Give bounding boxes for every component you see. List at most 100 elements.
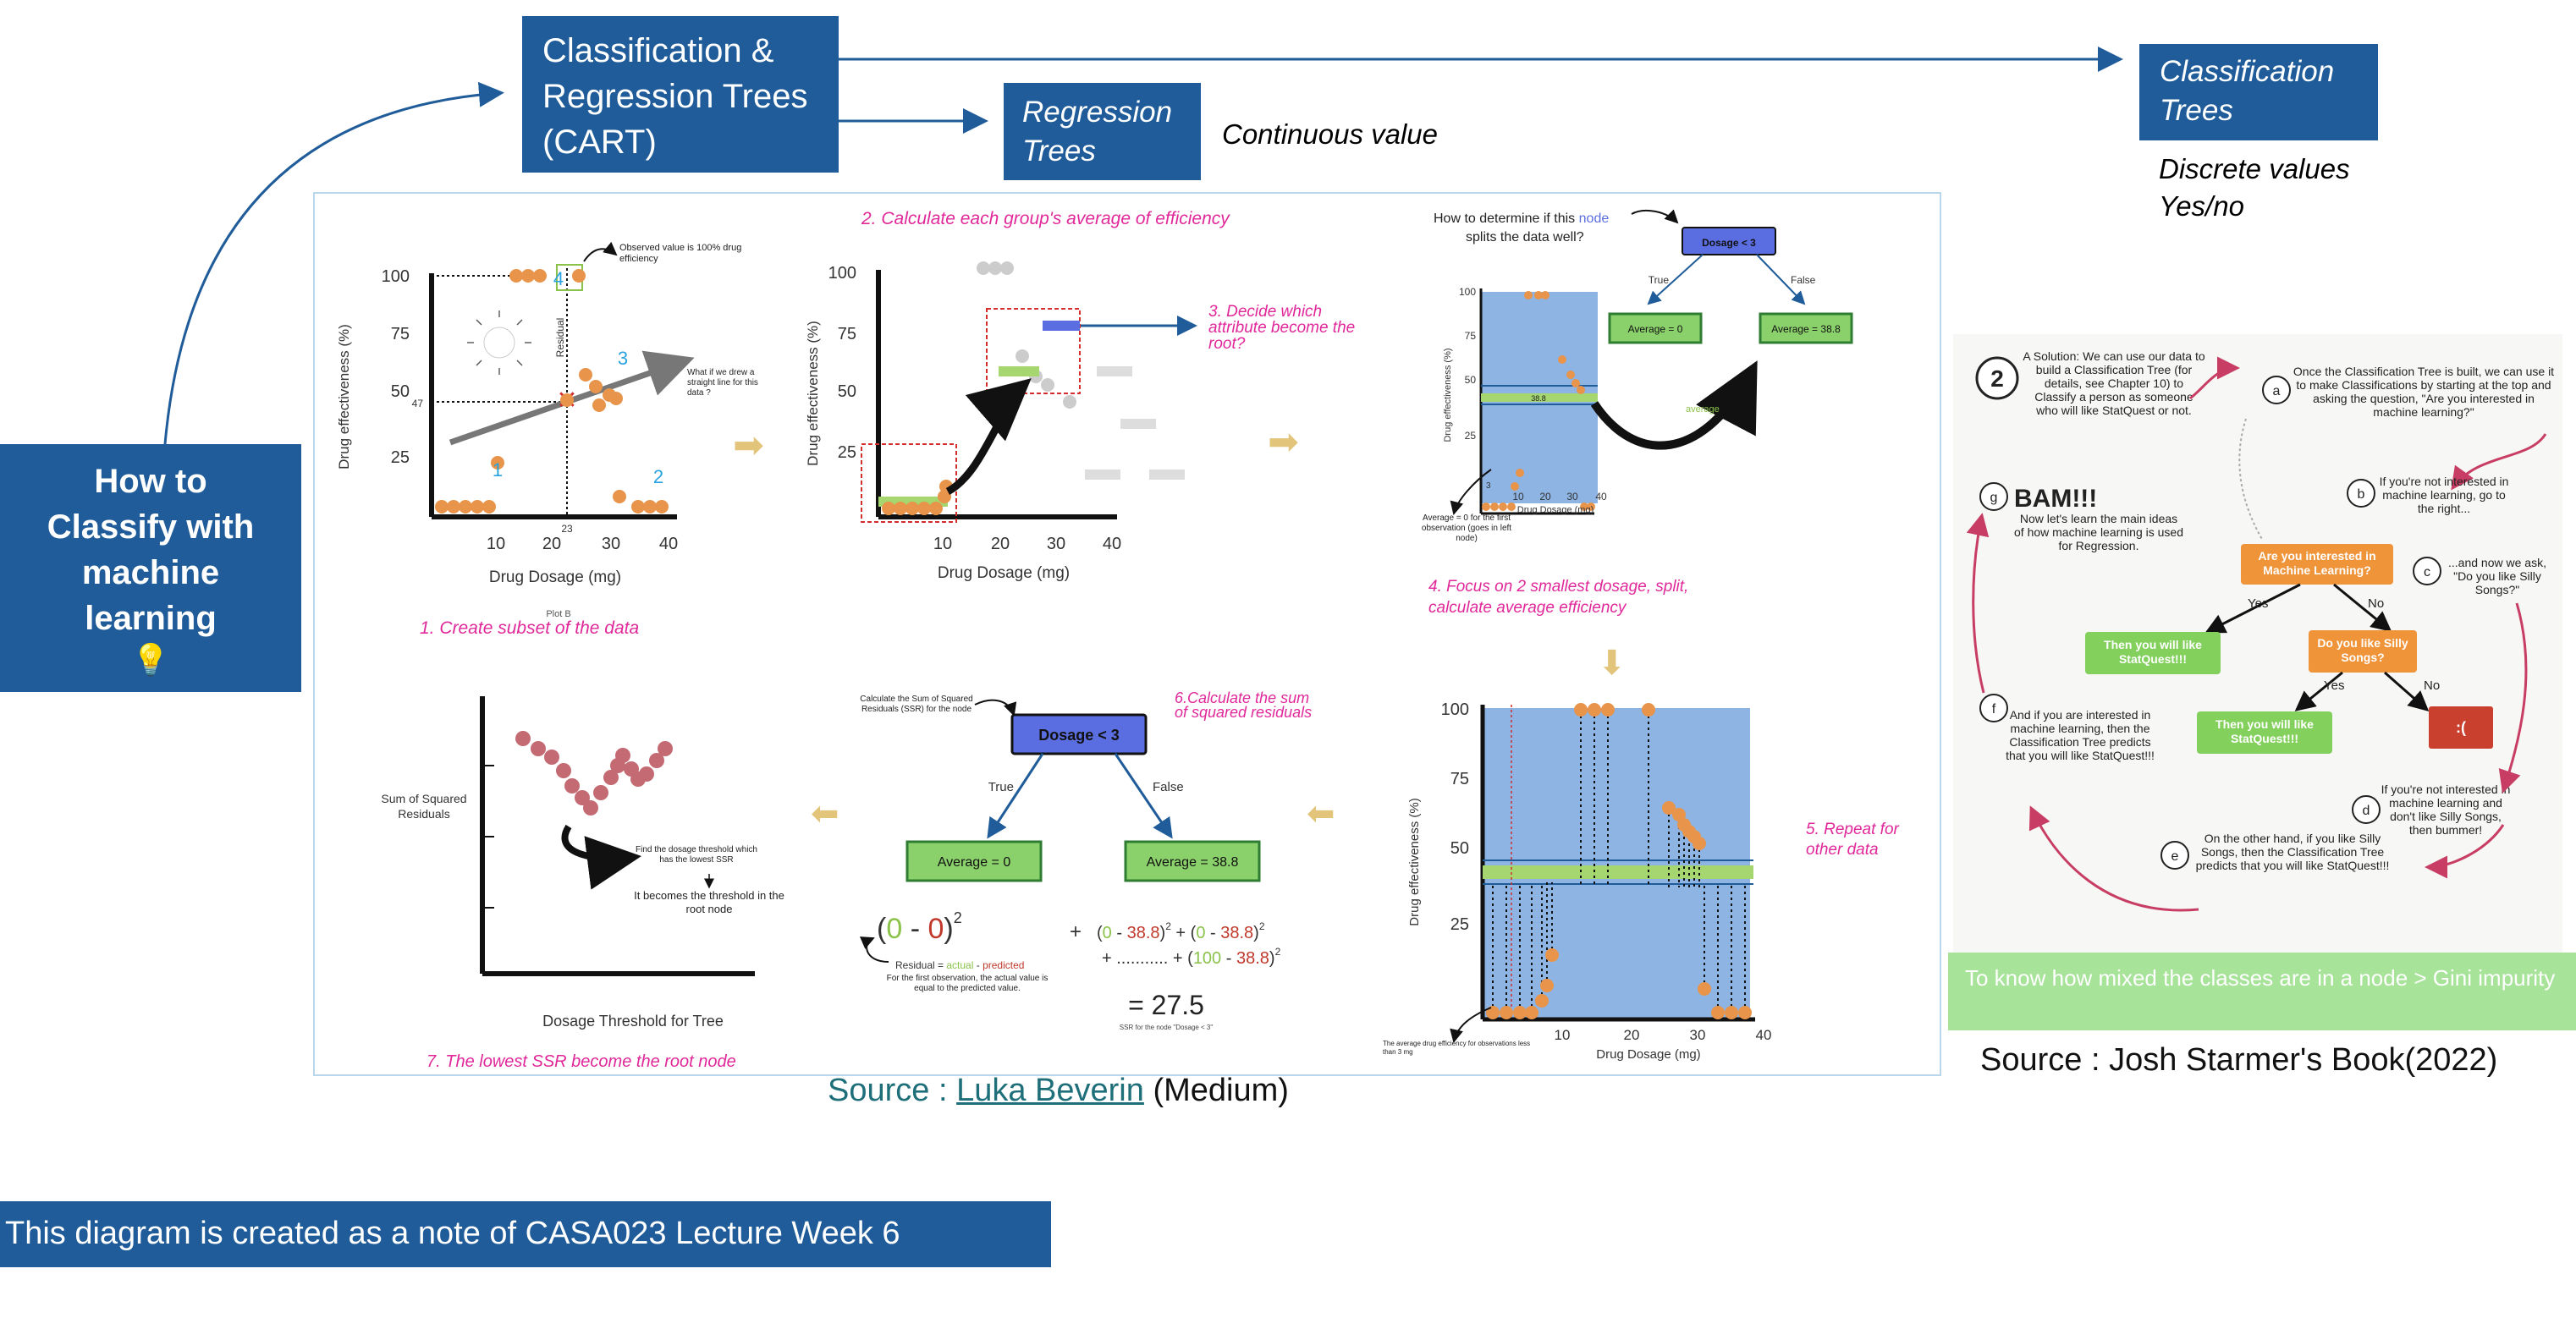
book-q2: Do you like Silly Songs? [2317,636,2408,664]
plot5-xtick-30: 30 [1690,1027,1706,1043]
data-point [1541,291,1549,299]
plot2-xtick-40: 40 [1103,535,1121,553]
data-point [1516,469,1524,477]
data-point [447,500,460,513]
data-point [1511,482,1519,491]
data-point [509,269,523,283]
ssr-result: = 27.5 [1128,990,1204,1020]
plot3-question-b: splits the data well? [1466,230,1584,244]
plot5-xlabel: Drug Dosage (mg) [1596,1047,1700,1062]
arrow-right-icon: ➡ [733,425,764,466]
data-point [1711,1006,1725,1019]
book-letter-d: d [2363,804,2370,818]
book-yes-1: Yes [2248,596,2268,611]
plot2-xtick-30: 30 [1047,535,1065,553]
book-letter-e: e [2171,849,2179,864]
plot1-xtick-20: 20 [542,535,561,553]
data-point [1499,502,1507,511]
gini-note-text: To know how mixed the classes are in a n… [1965,965,2556,991]
ssr-intro: Calculate the Sum of Squared Residuals (… [860,695,973,714]
plot5-note: The average drug efficiency for observat… [1383,1040,1531,1056]
data-point [905,502,919,515]
data-point [560,393,574,407]
ssr-step-label: 6.Calculate the sum of squared residuals [1175,691,1313,721]
plot7-xlabel: Dosage Threshold for Tree [542,1013,724,1030]
plot3-ylabel: Drug effectiveness (%) [1443,348,1453,442]
data-point [531,741,546,756]
data-point [1577,386,1585,394]
plot2-ytick-50: 50 [838,382,856,401]
data-point [592,398,606,412]
book-note-e: On the other hand, if you like Silly Son… [2195,832,2390,872]
book-bam: BAM!!! [2014,485,2097,513]
plot1-sun-doodle [467,310,531,375]
data-point [1534,291,1543,299]
plot2-step3-label: 3. Decide which attribute become the roo… [1208,304,1356,353]
plot-7: Sum of Squared Residuals Dosage Threshol… [381,696,784,1071]
plot5-residual-lines [1492,710,1746,1013]
book-note-f: And if you are interested in machine lea… [2006,708,2155,762]
book-no-1: No [2368,596,2384,611]
regression-line-2: Trees [1022,135,1096,167]
regression-steps-svg: 100 75 50 25 10 20 30 40 Drug Dosage (mg… [336,209,1899,1071]
plot3-points [1482,291,1595,511]
data-point [1693,837,1706,850]
book-note-b: If you're not interested in machine lear… [2379,475,2509,515]
plot7-ylabel: Sum of Squared Residuals [381,792,467,821]
plot3-note: Average = 0 for the first observation (g… [1421,513,1512,543]
plot1-cluster-1: 1 [493,459,503,481]
plot3-xtick-30: 30 [1566,491,1578,502]
ssr-result-caption: SSR for the node "Dosage < 3" [1120,1024,1214,1031]
book-leaf-1: Then you will like StatQuest!!! [2104,638,2202,666]
plot-5: 100 75 50 25 10 20 30 40 Drug Dosage (mg… [1383,700,1899,1062]
data-point [491,456,504,470]
plot1-ytick-25: 25 [391,448,410,467]
plot1-residual-label: Residual [554,318,566,358]
data-point [533,269,547,283]
data-point [894,502,907,515]
ssr-term-3: + ........... + (100 - 38.8)2 [1102,946,1281,968]
source-right: Source : Josh Starmer's Book(2022) [1980,1042,2498,1078]
plot3-avg-line-label: 38.8 [1531,394,1546,403]
data-point [572,269,586,283]
plot1-x23: 23 [561,523,573,535]
plot1-step-label: 1. Create subset of the data [420,618,639,638]
plot2-xtick-20: 20 [991,535,1010,553]
data-point [613,490,626,503]
ssr-node: Dosage < 3 [1038,727,1120,744]
side-title-text: How to Classify with machine learning [47,462,255,637]
discrete-values-label: Discrete values Yes/no [2159,151,2350,225]
regression-trees-box: Regression Trees [1004,83,1201,180]
data-point [1642,703,1655,717]
book-letter-f: f [1992,702,1996,717]
data-point [1725,1006,1738,1019]
plot7-annot2: It becomes the threshold in the root nod… [634,889,784,915]
ssr-true: True [988,780,1014,794]
plot1-xtick-40: 40 [659,535,678,553]
plot1-ytick-100: 100 [382,267,410,286]
plot3-true: True [1649,274,1670,286]
source-left-link[interactable]: Luka Beverin [956,1073,1144,1108]
cart-line-2: Regression Trees [542,78,808,115]
data-point [556,763,571,778]
plot1-y47: 47 [412,398,424,409]
book-leaf-2: Then you will like StatQuest!!! [2215,717,2314,745]
plot1-xtick-30: 30 [602,535,620,553]
data-point [1574,703,1588,717]
data-point [1738,1006,1752,1019]
book-letter-b: b [2358,487,2365,502]
plot2-ylabel: Drug effectiveness (%) [805,321,821,466]
data-point [544,750,559,765]
discrete-line-1: Discrete values [2159,153,2350,184]
data-point [1063,395,1076,409]
data-point [658,741,673,756]
data-point [609,392,623,405]
data-point [482,500,496,513]
plot1-points [435,269,669,513]
data-point [471,500,484,513]
plot1-xlabel: Drug Dosage (mg) [489,568,621,586]
data-point [977,261,990,275]
plot1-xtick-10: 10 [487,535,505,553]
plot3-xtick-10: 10 [1512,491,1524,502]
plot3-ytick-75: 75 [1465,330,1477,342]
